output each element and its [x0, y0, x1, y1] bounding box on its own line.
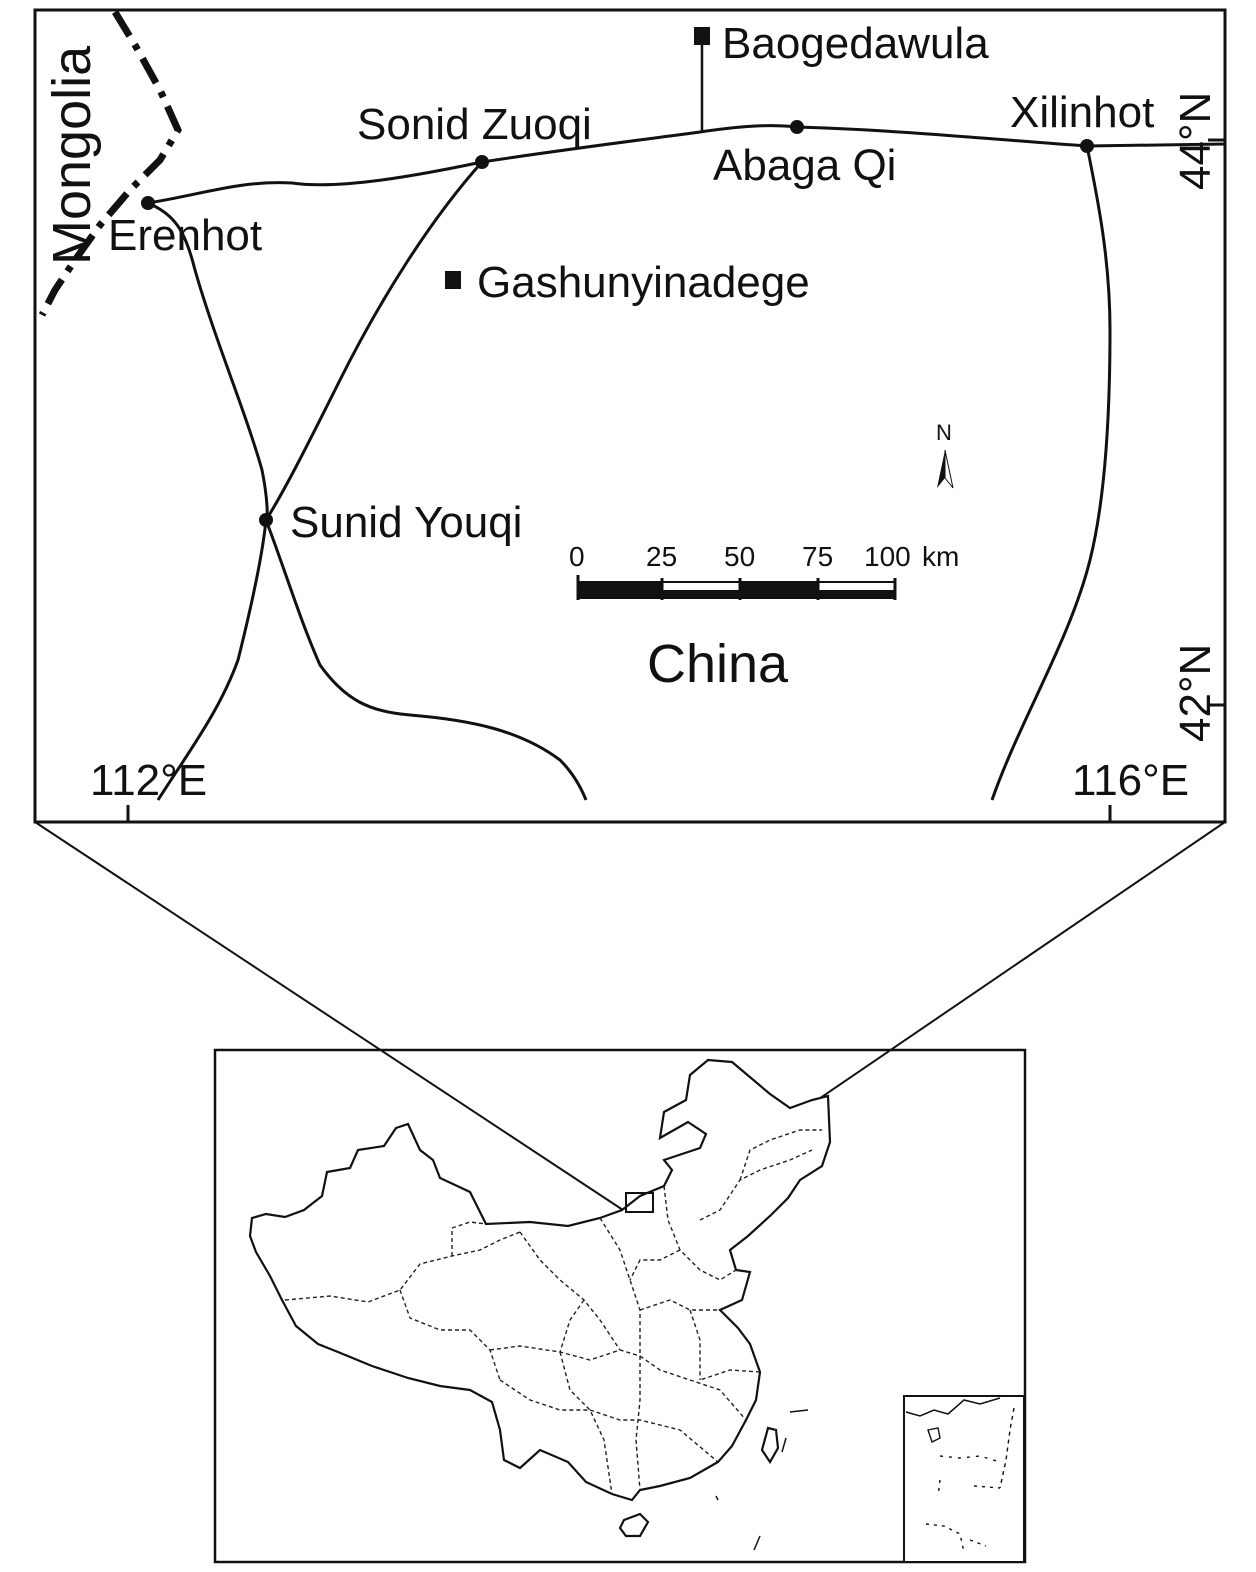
city-dot-sonid-zuoqi — [475, 155, 489, 169]
scale-tick-100: 100 — [864, 541, 911, 572]
city-dot-erenhot — [141, 196, 155, 210]
province-boundaries — [284, 1129, 822, 1495]
hainan-island — [618, 1512, 650, 1538]
north-arrow: N — [936, 420, 954, 489]
scale-tick-0: 0 — [569, 541, 585, 572]
road-xilinhot-south — [990, 145, 1112, 801]
scale-bar-segment-0-25 — [578, 582, 662, 598]
road-sonidzuoqi-sunidyouqi — [264, 160, 588, 801]
main-map: Erenhot Sonid Zuoqi Abaga Qi Xilinhot Su… — [33, 8, 1227, 824]
inset-map — [213, 1048, 1027, 1564]
scale-tick-50: 50 — [724, 541, 755, 572]
graticule-label-44n: 44°N — [1171, 92, 1220, 190]
graticule-label-116e: 116°E — [1072, 756, 1189, 805]
city-label-abaga-qi: Abaga Qi — [713, 141, 896, 190]
china-outline — [248, 1058, 832, 1502]
main-map-frame — [33, 8, 1227, 824]
city-dot-xilinhot — [1080, 139, 1094, 153]
scale-bar-segment-25-50 — [662, 590, 740, 598]
city-dot-abaga-qi — [790, 120, 804, 134]
city-label-erenhot: Erenhot — [108, 211, 262, 260]
country-label-mongolia: Mongolia — [42, 45, 102, 265]
south-china-sea-inset — [903, 1395, 1025, 1563]
road-erenhot-south — [147, 201, 269, 801]
city-label-sonid-zuoqi: Sonid Zuoqi — [357, 100, 592, 149]
north-arrow-label: N — [936, 420, 952, 445]
scale-bar-segment-50-75 — [740, 582, 818, 598]
country-label-china: China — [647, 634, 789, 694]
city-dot-sunid-youqi — [259, 513, 273, 527]
north-arrow-icon — [937, 450, 945, 488]
scale-tick-75: 75 — [802, 541, 833, 572]
coastal-islands — [715, 1409, 809, 1551]
city-label-xilinhot: Xilinhot — [1010, 88, 1154, 137]
graticule-label-112e: 112°E — [90, 756, 207, 805]
site-label-baogedawula: Baogedawula — [722, 19, 989, 68]
scale-bar-segment-75-100 — [818, 590, 895, 598]
study-area-box — [625, 1192, 654, 1213]
scale-unit: km — [922, 541, 959, 572]
south-china-sea-inset-frame — [903, 1395, 1025, 1563]
inset-map-frame — [213, 1048, 1027, 1564]
site-marker-baogedawula — [694, 27, 710, 45]
taiwan-island — [760, 1426, 780, 1465]
mongolia-china-border — [38, 10, 182, 317]
scale-bar: 0 25 50 75 100 km — [569, 541, 959, 600]
site-marker-gashunyinadege — [445, 271, 461, 289]
graticule-label-42n: 42°N — [1171, 644, 1220, 742]
city-label-sunid-youqi: Sunid Youqi — [290, 498, 522, 547]
scale-tick-25: 25 — [646, 541, 677, 572]
connector-left — [34, 821, 627, 1213]
site-label-gashunyinadege: Gashunyinadege — [477, 258, 810, 307]
road-erenhot-xilinhot — [147, 124, 1226, 205]
